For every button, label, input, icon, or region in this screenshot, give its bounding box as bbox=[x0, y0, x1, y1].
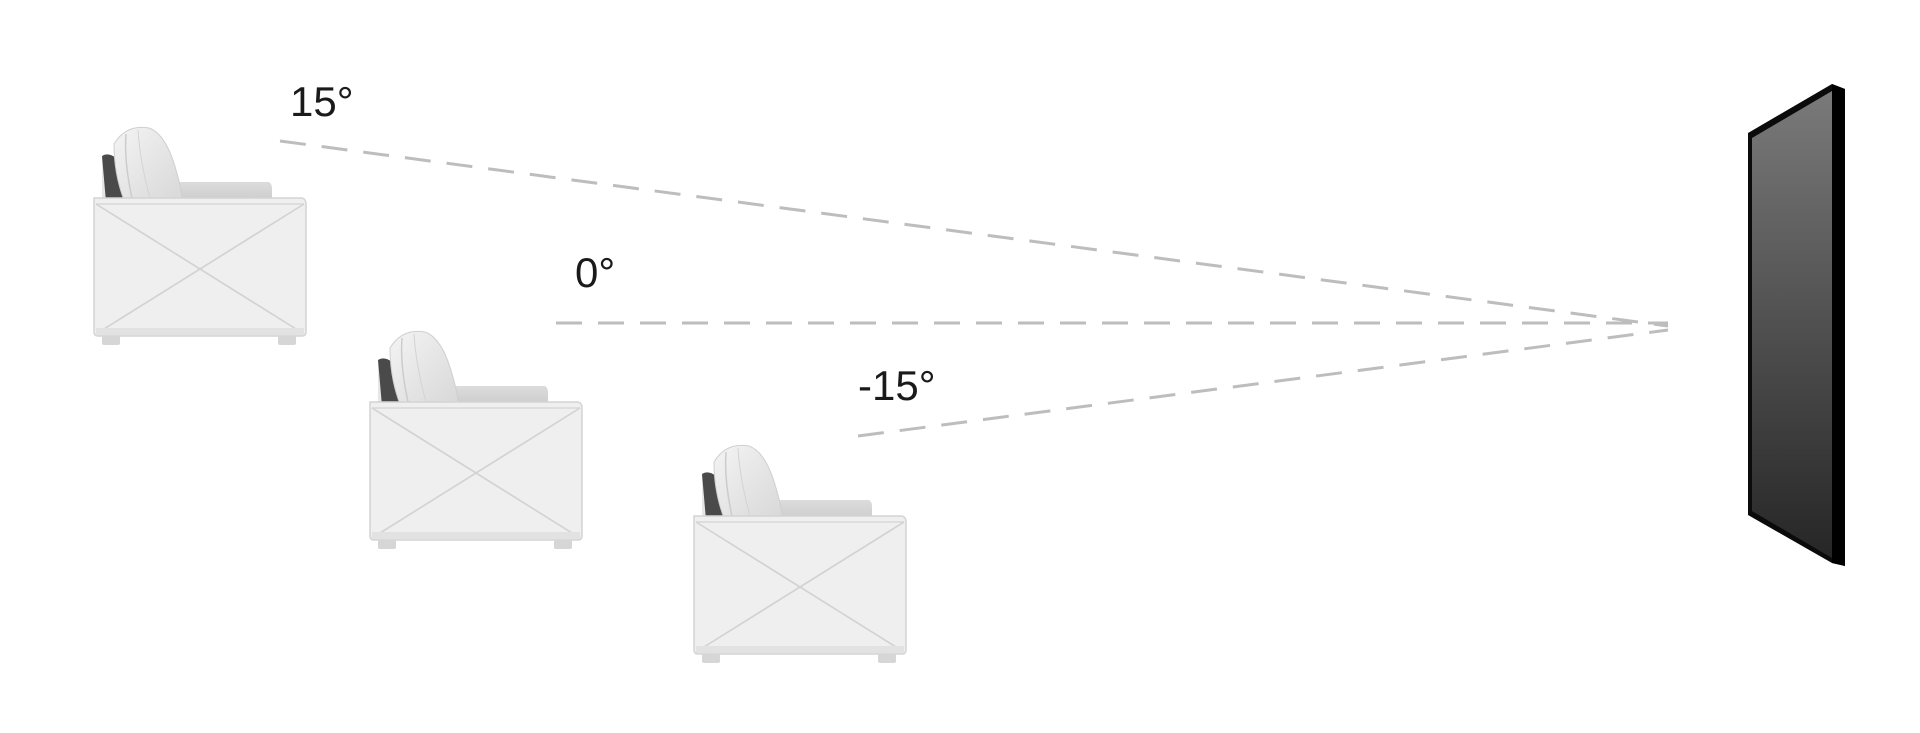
angle-label-bottom: -15° bbox=[858, 362, 936, 409]
tv-screen-icon bbox=[1748, 84, 1845, 566]
sight-line-top bbox=[279, 139, 1669, 328]
sight-line-bottom bbox=[857, 328, 1669, 438]
angle-label-top: 15° bbox=[290, 78, 354, 125]
armchair-icon bbox=[693, 444, 907, 664]
armchair-icon bbox=[369, 330, 583, 550]
armchair-icon bbox=[93, 126, 307, 346]
angle-label-middle: 0° bbox=[575, 249, 615, 296]
